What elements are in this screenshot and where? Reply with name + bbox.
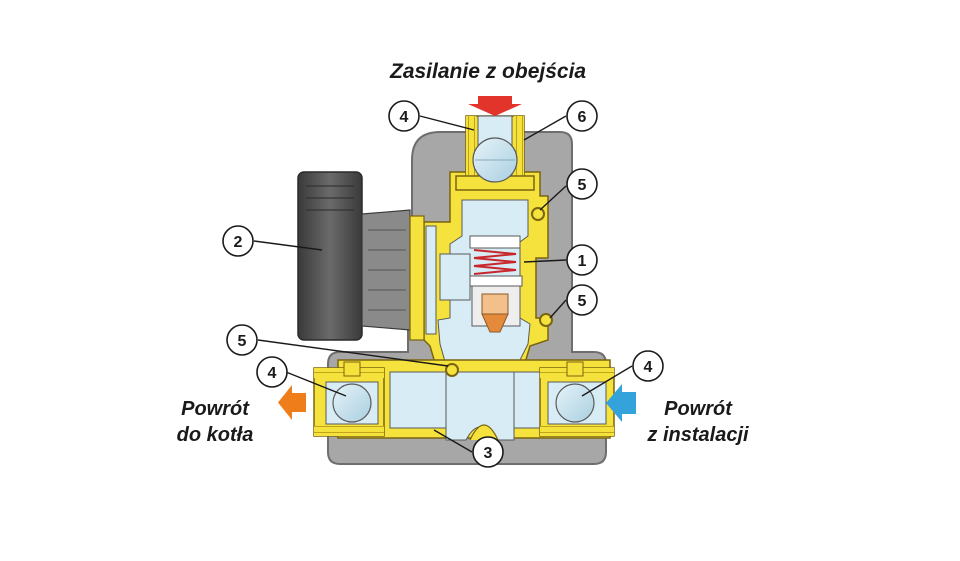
flow-arrows xyxy=(278,96,636,422)
label-return-installation-line1: Powrót xyxy=(664,398,732,420)
callout-3: 3 xyxy=(472,436,504,468)
label-return-boiler: Powrót do kotła xyxy=(160,396,270,448)
callout-2: 2 xyxy=(222,225,254,257)
label-return-installation: Powrót z instalacji xyxy=(636,396,760,448)
callout-6: 6 xyxy=(566,100,598,132)
return-install-arrow-left xyxy=(606,384,636,422)
callout-5-middle: 5 xyxy=(566,284,598,316)
label-return-boiler-line2: do kotła xyxy=(176,424,254,446)
svg-text:1: 1 xyxy=(578,253,587,270)
right-connector xyxy=(539,361,615,437)
callout-5-upper: 5 xyxy=(566,168,598,200)
svg-text:5: 5 xyxy=(238,333,247,350)
top-ball-valve xyxy=(472,137,518,183)
svg-text:2: 2 xyxy=(234,234,243,251)
callout-4-left: 4 xyxy=(256,356,288,388)
callout-4-top: 4 xyxy=(388,100,420,132)
pump xyxy=(297,171,471,341)
return-boiler-arrow-left xyxy=(278,385,306,420)
svg-text:6: 6 xyxy=(578,109,587,126)
label-supply-bypass: Zasilanie z obejścia xyxy=(390,60,587,83)
spring xyxy=(467,235,523,287)
callout-1: 1 xyxy=(566,244,598,276)
svg-text:5: 5 xyxy=(578,177,587,194)
supply-arrow-down xyxy=(468,96,522,116)
thermostatic-element xyxy=(471,285,521,333)
svg-text:4: 4 xyxy=(400,109,409,126)
svg-text:4: 4 xyxy=(268,365,277,382)
label-return-boiler-line1: Powrót xyxy=(181,398,249,420)
svg-text:4: 4 xyxy=(644,359,653,376)
label-return-installation-line2: z instalacji xyxy=(647,424,749,446)
callout-5-left: 5 xyxy=(226,324,258,356)
leader-lines xyxy=(253,115,633,453)
svg-text:5: 5 xyxy=(578,293,587,310)
o-rings xyxy=(445,207,553,377)
left-connector xyxy=(313,361,385,437)
callout-4-right: 4 xyxy=(632,350,664,382)
svg-text:3: 3 xyxy=(484,445,493,462)
